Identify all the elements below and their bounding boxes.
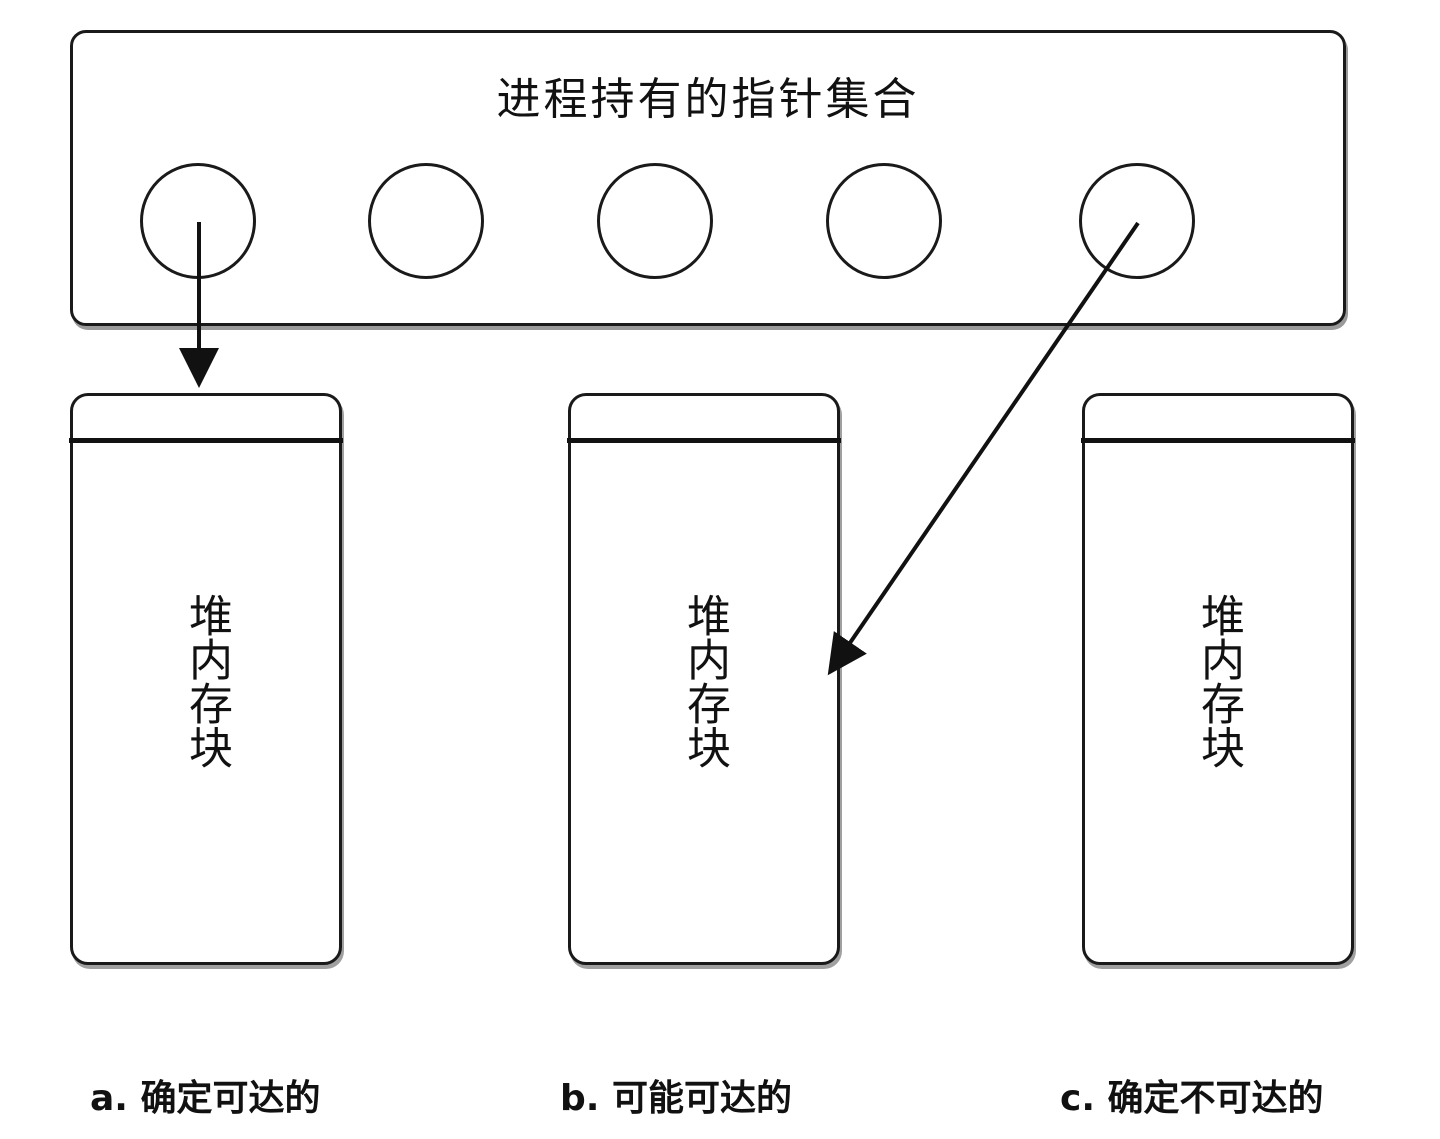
pointer-slot-3 bbox=[597, 163, 713, 279]
block-header-divider bbox=[69, 438, 343, 443]
caption-definitely-reachable: a. 确定可达的 bbox=[90, 1078, 321, 1119]
heap-block-label: 堆内存块 bbox=[679, 593, 730, 769]
caption-possibly-reachable: b. 可能可达的 bbox=[560, 1078, 792, 1119]
block-header-divider bbox=[567, 438, 841, 443]
block-header-divider bbox=[1081, 438, 1355, 443]
pointer-set-container bbox=[70, 30, 1346, 326]
pointer-slot-2 bbox=[368, 163, 484, 279]
heap-block-a: 堆内存块 bbox=[69, 393, 343, 965]
heap-block-c: 堆内存块 bbox=[1081, 393, 1355, 965]
caption-definitely-unreachable: c. 确定不可达的 bbox=[1060, 1078, 1324, 1119]
heap-block-label: 堆内存块 bbox=[181, 593, 232, 769]
pointer-slot-4 bbox=[826, 163, 942, 279]
heap-block-b: 堆内存块 bbox=[567, 393, 841, 965]
pointer-set-title: 进程持有的指针集合 bbox=[496, 74, 920, 125]
pointer-slot-1 bbox=[140, 163, 256, 279]
heap-block-label: 堆内存块 bbox=[1193, 593, 1244, 769]
pointer-slot-5 bbox=[1079, 163, 1195, 279]
